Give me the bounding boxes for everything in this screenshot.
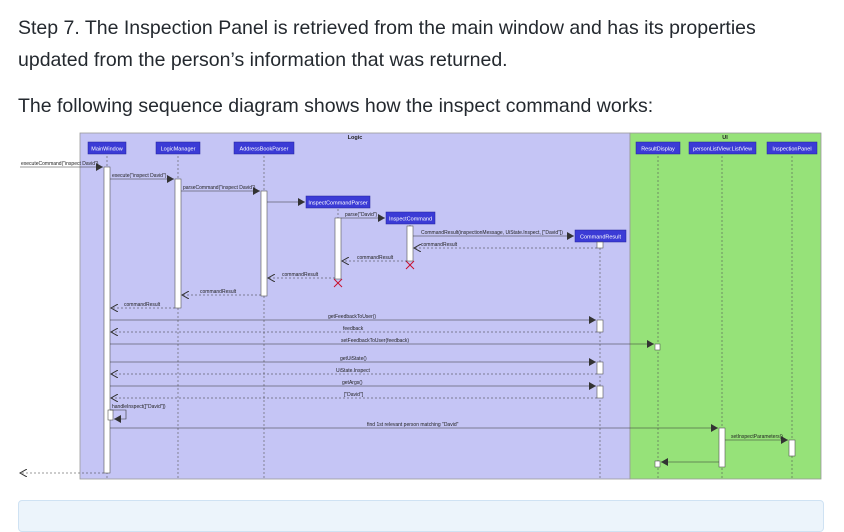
logic-group-box [79, 132, 631, 480]
message-m4: parse("David") [345, 212, 378, 218]
message-m12: setFeedbackToUser(feedback) [341, 338, 409, 344]
step7-paragraph: Step 7. The Inspection Panel is retrieve… [18, 17, 756, 71]
message-m1: executeCommand("inspect David") [21, 161, 99, 167]
logic-group-label: Logic [348, 135, 363, 141]
participant-inspection-panel-box [766, 141, 818, 155]
activation-result-display [654, 343, 661, 351]
participant-inspect-command-parser-box [305, 195, 371, 209]
ui-group-label: UI [722, 135, 728, 141]
activation-result-display-2 [654, 460, 661, 468]
message-m5: CommandResult(inspectionMessage, UiState… [421, 230, 563, 236]
message-m10-return: commandResult [124, 302, 161, 308]
activation-command-result-4 [596, 385, 604, 399]
participant-address-book-parser-box [233, 141, 295, 155]
activation-inspect-command [406, 225, 414, 262]
message-m7: commandResult [357, 255, 394, 261]
activation-main-window [103, 166, 111, 474]
sequence-diagram-svg: Logic UI MainWindow LogicManager Address… [0, 132, 822, 480]
participant-command-result: CommandResult [580, 235, 621, 241]
participant-main-window: MainWindow [91, 147, 123, 153]
message-m11: feedback [343, 326, 364, 332]
message-m13: getUiState() [340, 356, 367, 362]
message-m3: parseCommand("inspect David") [183, 185, 256, 191]
ui-group-box [629, 132, 822, 480]
activation-inspection-panel [788, 439, 796, 457]
message-m10: getFeedbackToUser() [328, 314, 376, 320]
message-m19: setInspectParameters() [731, 434, 783, 440]
activation-command-result-3 [596, 361, 604, 375]
activation-command-result-1 [596, 241, 604, 249]
participant-inspect-command-parser: InspectCommandParser [308, 201, 367, 207]
activation-handle-inspect [107, 409, 114, 421]
participant-person-list-view: personListView:ListView [693, 147, 752, 153]
participant-logic-manager-box [155, 141, 201, 155]
message-m18: find 1st relevant person matching "David… [367, 422, 459, 428]
note-callout [18, 500, 824, 532]
participant-inspection-panel: InspectionPanel [772, 147, 811, 153]
destroy-inspect-command-b [405, 260, 415, 270]
message-m15: getArgs() [342, 380, 363, 386]
message-m2: execute("inspect David") [112, 173, 167, 179]
message-m17: handleInspect(["David"]) [112, 404, 166, 410]
message-m16: ["David"] [344, 392, 364, 398]
participant-main-window-box [87, 141, 127, 155]
activation-inspect-command-parser [334, 217, 342, 280]
intro-paragraph: The following sequence diagram shows how… [18, 95, 654, 117]
destroy-inspect-command-parser-b [333, 278, 343, 288]
participant-logic-manager: LogicManager [161, 147, 196, 153]
activation-command-result-2 [596, 319, 604, 333]
participant-result-display: ResultDisplay [641, 147, 675, 153]
sequence-diagram: Logic UI MainWindow LogicManager Address… [0, 128, 844, 484]
activation-address-book-parser [260, 190, 268, 297]
message-m9: commandResult [200, 289, 237, 295]
participant-person-list-view-box [688, 141, 757, 155]
participant-inspect-command-box [385, 211, 436, 225]
message-m8: commandResult [282, 272, 319, 278]
arrow-m17 [110, 409, 127, 423]
participant-result-display-box [635, 141, 681, 155]
activation-logic-manager [174, 178, 182, 309]
participant-inspect-command: InspectCommand [389, 217, 432, 223]
participant-address-book-parser: AddressBookParser [240, 147, 289, 153]
message-m6: commandResult [421, 242, 458, 248]
activation-person-list-view [718, 427, 726, 468]
message-m14: UiState.Inspect [336, 368, 371, 374]
